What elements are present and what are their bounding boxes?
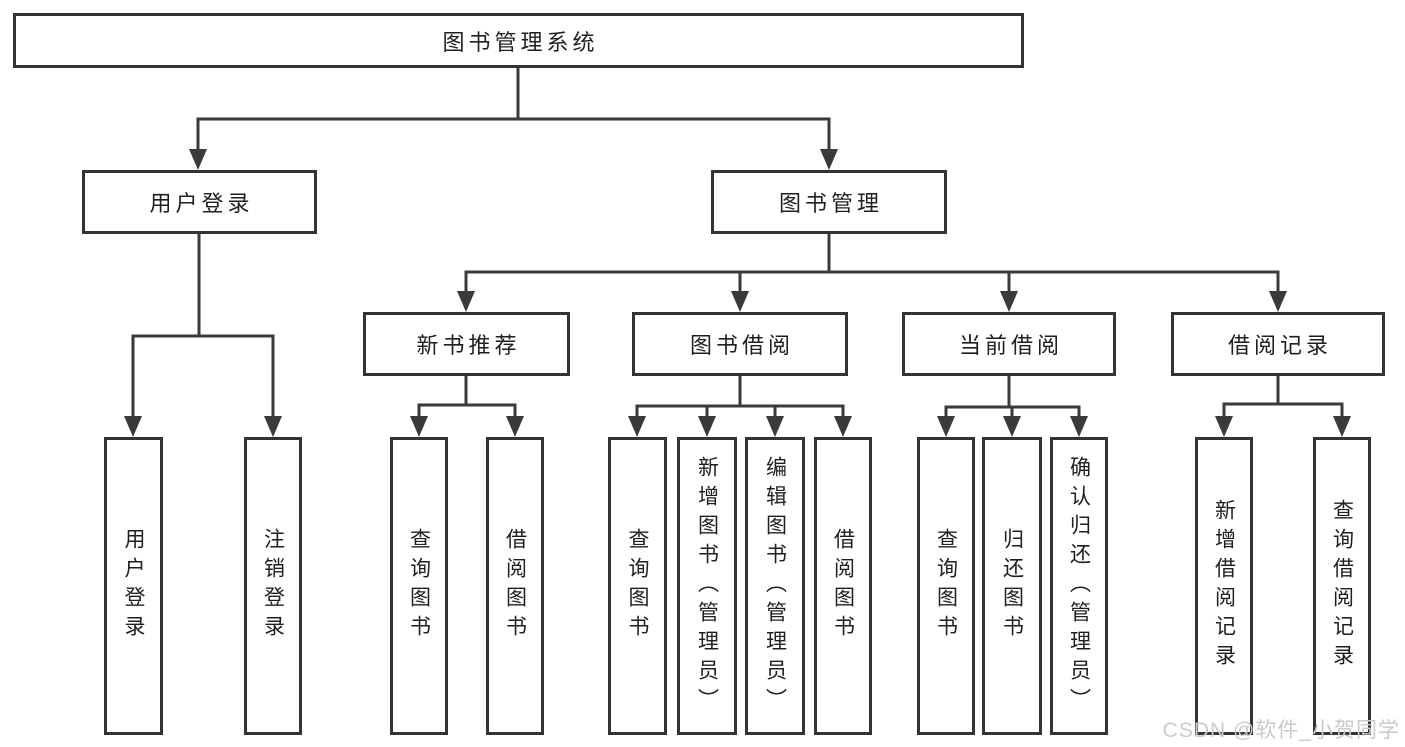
node-label: 查询图书 — [934, 528, 958, 644]
arrowhead — [506, 416, 524, 437]
arrowhead — [457, 291, 475, 312]
arrowhead — [1000, 291, 1018, 312]
arrowhead — [189, 149, 207, 170]
node-label: 归还图书 — [1000, 528, 1024, 644]
node-label: 注销登录 — [261, 528, 285, 644]
arrowhead — [628, 416, 646, 437]
arrowhead — [731, 291, 749, 312]
arrowheads — [124, 149, 1351, 437]
arrowhead — [834, 416, 852, 437]
node-label: 用户登录 — [122, 528, 145, 644]
arrowhead — [937, 416, 955, 437]
node-label: 查询借阅记录 — [1330, 499, 1354, 673]
node-root-library-management-system: 图书管理系统 — [13, 13, 1024, 68]
leaf-confirm-return-admin: 确认归还（管理员） — [1050, 437, 1108, 735]
node-label: 确认归还（管理员） — [1067, 455, 1091, 717]
node-borrow-records: 借阅记录 — [1171, 312, 1385, 376]
node-label: 图书借阅 — [689, 333, 794, 358]
arrowhead — [1333, 416, 1351, 437]
leaf-add-book-admin: 新增图书（管理员） — [677, 437, 737, 735]
arrowhead — [1215, 416, 1233, 437]
node-label: 新书推荐 — [416, 333, 521, 358]
arrowhead — [766, 416, 784, 437]
arrowhead — [1003, 416, 1021, 437]
arrowhead — [820, 149, 838, 170]
node-book-borrow: 图书借阅 — [632, 312, 848, 376]
node-label: 借阅记录 — [1227, 333, 1332, 358]
leaf-query-borrow-record: 查询借阅记录 — [1313, 437, 1371, 735]
csdn-watermark: CSDN @软件_小贺同学 — [1162, 719, 1400, 742]
node-book-management: 图书管理 — [711, 170, 947, 234]
leaf-query-books-3: 查询图书 — [917, 437, 975, 735]
node-label: 图书管理系统 — [442, 29, 599, 55]
node-label: 查询图书 — [626, 528, 649, 644]
node-label: 新增借阅记录 — [1212, 499, 1236, 673]
node-label: 借阅图书 — [831, 528, 855, 644]
arrowhead — [264, 416, 282, 437]
leaf-borrow-books-1: 借阅图书 — [486, 437, 544, 735]
arrowhead — [410, 416, 428, 437]
arrowhead — [124, 416, 142, 437]
node-label: 借阅图书 — [503, 528, 527, 644]
leaf-return-book: 归还图书 — [982, 437, 1042, 735]
node-label: 查询图书 — [407, 528, 431, 644]
tree-edge-lines — [131, 66, 1344, 421]
node-label: 用户登录 — [149, 191, 254, 216]
leaf-user-login: 用户登录 — [104, 437, 163, 735]
leaf-logout: 注销登录 — [244, 437, 302, 735]
node-label: 图书管理 — [778, 191, 883, 216]
node-new-book-recommend: 新书推荐 — [363, 312, 570, 376]
node-label: 编辑图书（管理员） — [763, 455, 787, 717]
arrowhead — [1070, 416, 1088, 437]
node-user-login: 用户登录 — [82, 170, 317, 234]
node-label: 当前借阅 — [958, 333, 1063, 358]
arrowhead — [1269, 291, 1287, 312]
node-label: 新增图书（管理员） — [695, 455, 719, 717]
leaf-add-borrow-record: 新增借阅记录 — [1195, 437, 1253, 735]
leaf-borrow-books-2: 借阅图书 — [814, 437, 872, 735]
node-current-borrow: 当前借阅 — [902, 312, 1116, 376]
leaf-query-books-2: 查询图书 — [608, 437, 667, 735]
leaf-edit-book-admin: 编辑图书（管理员） — [745, 437, 805, 735]
arrowhead — [698, 416, 716, 437]
leaf-query-books-1: 查询图书 — [390, 437, 448, 735]
